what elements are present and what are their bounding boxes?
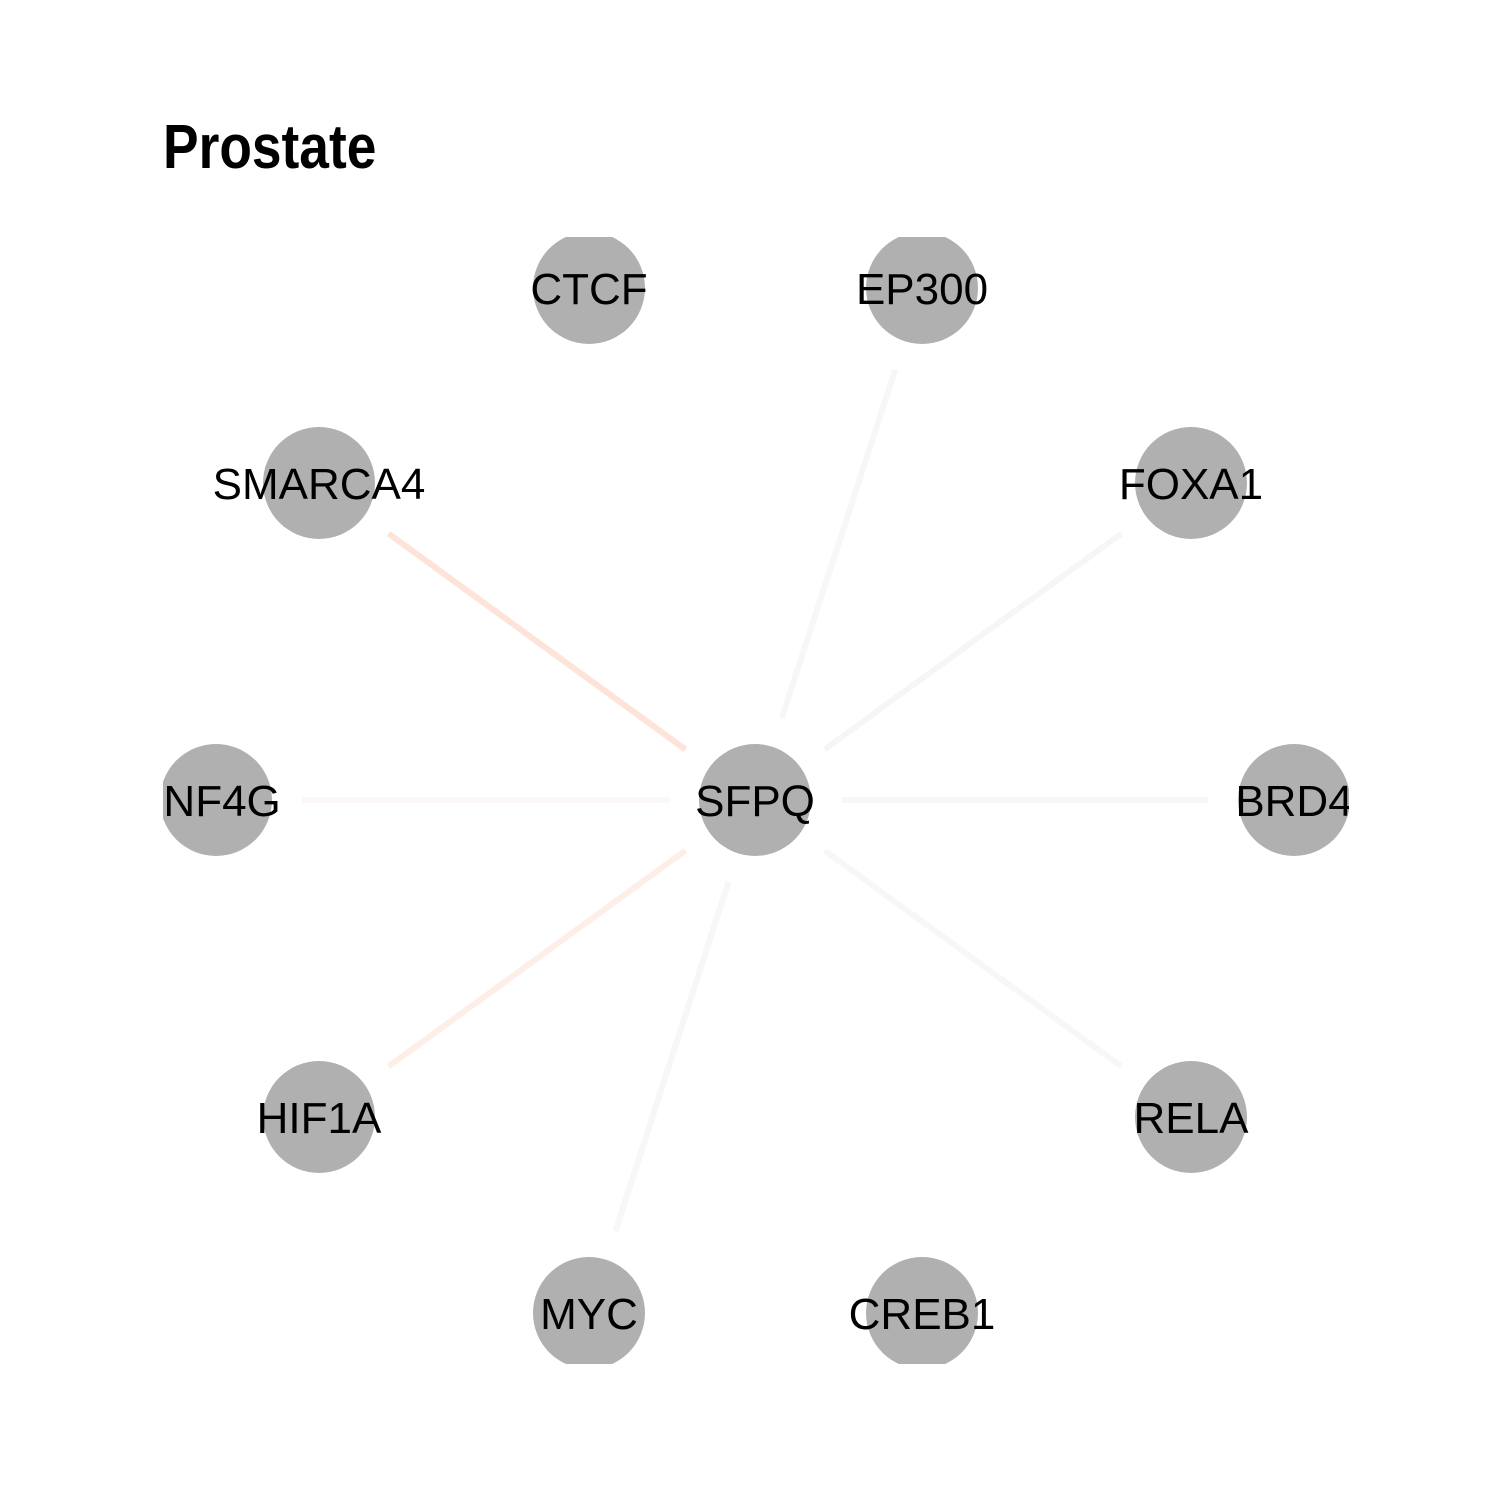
node-label: HIF1A	[257, 1094, 382, 1143]
node-label: BRD4	[1235, 777, 1352, 826]
node-circle	[163, 744, 272, 856]
node-inf4g: INF4G	[151, 744, 281, 856]
node-ep300: EP300	[856, 237, 988, 344]
edge-sfpq-myc	[612, 880, 732, 1233]
node-rela: RELA	[1134, 1061, 1250, 1173]
node-circle	[1135, 1061, 1247, 1173]
node-foxa1: FOXA1	[1119, 427, 1263, 539]
node-ctcf: CTCF	[530, 237, 648, 344]
node-circle	[533, 1257, 645, 1364]
edge-sfpq-hif1a	[386, 848, 688, 1069]
node-label: RELA	[1134, 1094, 1250, 1143]
node-circle	[1238, 744, 1349, 856]
node-label: SMARCA4	[213, 460, 426, 509]
node-circle	[1135, 427, 1247, 539]
chart-title: Prostate	[163, 113, 377, 182]
node-label: SFPQ	[695, 777, 815, 826]
node-label: MYC	[540, 1290, 638, 1339]
node-circle	[866, 237, 978, 344]
node-circle	[866, 1257, 978, 1364]
node-smarca4: SMARCA4	[213, 427, 426, 539]
node-label: FOXA1	[1119, 460, 1263, 509]
node-label: CREB1	[849, 1290, 996, 1339]
edge-sfpq-rela	[822, 848, 1124, 1069]
node-circle	[263, 427, 375, 539]
node-label: CTCF	[530, 265, 647, 314]
node-label: EP300	[856, 265, 988, 314]
edge-sfpq-ep300	[778, 368, 899, 720]
node-circle	[263, 1061, 375, 1173]
edge-sfpq-foxa1	[822, 531, 1124, 752]
node-myc: MYC	[533, 1257, 645, 1364]
node-label: INF4G	[151, 777, 281, 826]
node-circle	[699, 744, 811, 856]
node-creb1: CREB1	[849, 1257, 996, 1364]
node-brd4: BRD4	[1235, 744, 1352, 856]
node-sfpq: SFPQ	[695, 744, 815, 856]
node-circle	[533, 237, 645, 344]
edge-sfpq-smarca4	[386, 531, 688, 752]
node-hif1a: HIF1A	[257, 1061, 382, 1173]
edges-layer	[302, 368, 1208, 1233]
